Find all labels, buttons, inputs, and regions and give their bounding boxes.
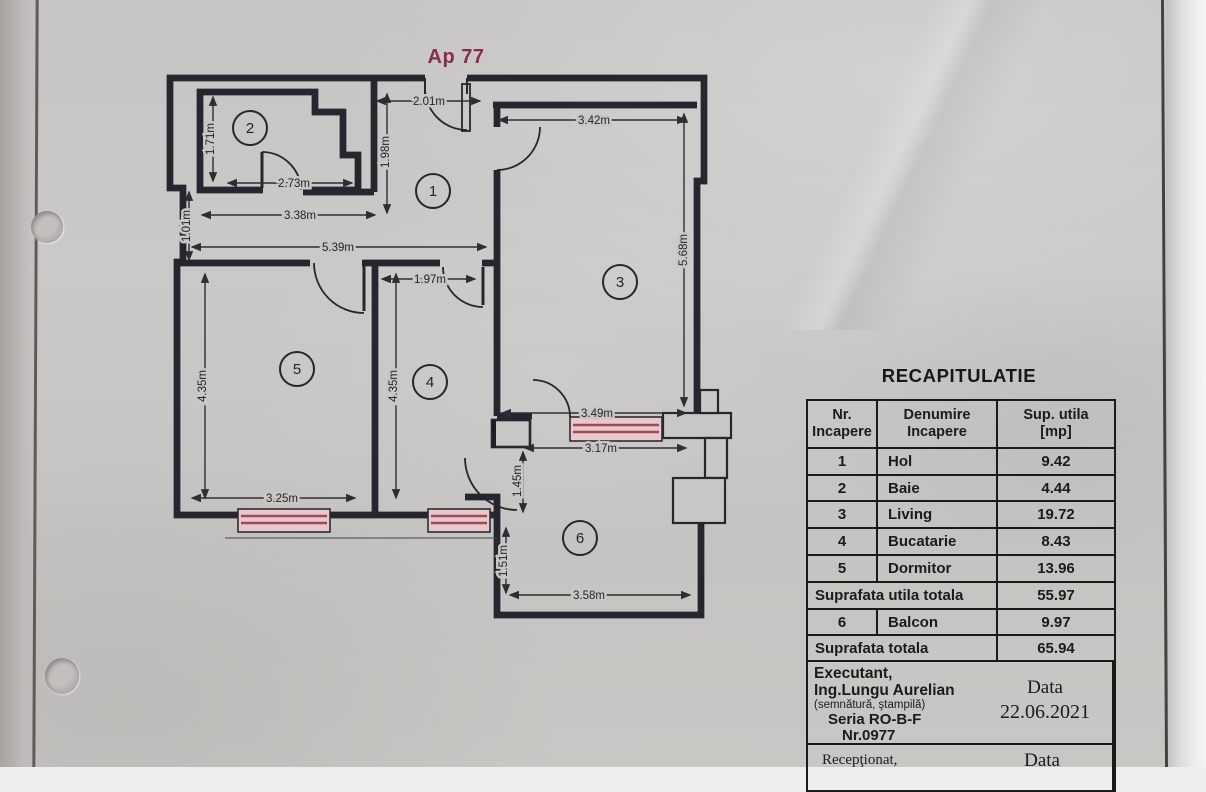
total-utila-label: Suprafata utila totala xyxy=(808,583,998,610)
table-cell-area: 8.43 xyxy=(998,529,1114,556)
dim-label: 4.35m xyxy=(388,370,400,402)
dimension-lines xyxy=(184,92,692,600)
windows xyxy=(225,416,663,539)
table-cell-name: Balcon xyxy=(878,610,998,636)
living-balcon-door-arc xyxy=(532,379,571,418)
total-utila-value: 55.97 xyxy=(998,583,1114,610)
balcon-door-arc xyxy=(464,457,518,511)
executant-nr: Nr.0977 xyxy=(842,727,896,745)
dim-label: 1.98m xyxy=(380,136,392,168)
dim-label: 1.71m xyxy=(205,123,217,155)
table-cell-nr: 5 xyxy=(808,556,878,583)
entrance-door-arc xyxy=(424,87,468,131)
dim-label: 5.39m xyxy=(322,242,354,254)
table-cell-area: 19.72 xyxy=(998,502,1114,529)
recap-title: RECAPITULATIE xyxy=(881,365,1037,386)
dim-label: 3.42m xyxy=(578,115,610,127)
dim-label: 1.45m xyxy=(512,465,524,497)
dim-label: 3.58m xyxy=(573,590,605,602)
table-cell-nr: 4 xyxy=(808,529,878,556)
dim-label: 2.73m xyxy=(278,178,310,190)
receptionat-label: Recepţionat, xyxy=(822,752,898,768)
window-bucatarie xyxy=(427,508,491,533)
table-cell-area: 13.96 xyxy=(998,556,1114,583)
dim-label: 4.35m xyxy=(197,370,209,402)
dimension-labels: 2.01m 1.98m 3.42m 1.71m 2.73m 3.38m 1.01… xyxy=(179,94,693,605)
punch-hole xyxy=(31,211,63,243)
recap-table: Nr. Incapere Denumire Incapere Sup. util… xyxy=(806,399,1116,792)
table-cell-name: Hol xyxy=(878,449,998,476)
window-living xyxy=(569,416,663,442)
table-cell-name: Baie xyxy=(878,476,998,502)
table-cell-name: Living xyxy=(878,502,998,529)
executant-name: Ing.Lungu Aurelian xyxy=(814,682,955,700)
dim-label: 3.49m xyxy=(581,408,613,420)
room-number-baie: 2 xyxy=(246,120,254,137)
table-cell-area: 9.42 xyxy=(998,449,1114,476)
total-value: 65.94 xyxy=(998,636,1114,662)
table-cell-nr: 3 xyxy=(808,502,878,529)
table-cell-name: Dormitor xyxy=(878,556,998,583)
room-number-balcon: 6 xyxy=(576,530,584,547)
total-label: Suprafata totala xyxy=(808,636,998,662)
entrance-jambs xyxy=(424,78,468,94)
room-markers: 1 2 3 4 5 6 xyxy=(232,110,638,556)
punch-hole xyxy=(45,658,79,694)
receptionat-data-label: Data xyxy=(1024,750,1060,771)
executant-data-value: 22.06.2021 xyxy=(1000,700,1090,723)
table-cell-nr: 6 xyxy=(808,610,878,636)
executant-block: Executant, Ing.Lungu Aurelian (semnătură… xyxy=(808,662,1114,745)
dim-label: 5.68m xyxy=(678,234,690,266)
dormitor-door-arc xyxy=(313,262,365,314)
table-cell-nr: 2 xyxy=(808,476,878,502)
room-number-hol: 1 xyxy=(429,183,437,200)
dim-label: 3.17m xyxy=(585,443,617,455)
col-header-suprafata: Sup. utila [mp] xyxy=(998,401,1114,449)
room-number-dormitor: 5 xyxy=(293,361,301,378)
executant-data-label: Data xyxy=(1027,677,1063,698)
executant-role: Executant, xyxy=(814,665,893,682)
paper-right-background xyxy=(1166,0,1206,767)
receptionat-block: Recepţionat, Data xyxy=(808,745,1114,790)
bucatarie-door-arc xyxy=(442,266,484,308)
dim-label: 2.01m xyxy=(413,96,445,108)
room-number-bucatarie: 4 xyxy=(426,374,434,391)
floor-plan: Ap 77 xyxy=(166,46,733,619)
table-cell-area: 9.97 xyxy=(998,610,1114,636)
table-cell-nr: 1 xyxy=(808,449,878,476)
executant-seria: Seria RO-B-F xyxy=(828,710,922,728)
dim-label: 3.25m xyxy=(266,493,298,505)
structural-columns xyxy=(490,388,733,525)
table-cell-name: Bucatarie xyxy=(878,529,998,556)
apartment-title: Ap 77 xyxy=(428,46,485,68)
living-door-arc xyxy=(496,126,541,171)
entrance-door-leaf xyxy=(461,83,471,132)
window-dormitor xyxy=(237,508,331,533)
col-header-nr: Nr. Incapere xyxy=(808,401,878,449)
col-header-denumire: Denumire Incapere xyxy=(878,401,998,449)
dim-label: 3.38m xyxy=(284,210,316,222)
walls xyxy=(166,74,708,619)
executant-note: (semnătură, ştampilă) xyxy=(814,698,926,711)
table-cell-area: 4.44 xyxy=(998,476,1114,502)
dim-label: 1.51m xyxy=(498,545,510,577)
dim-label: 1.97m xyxy=(414,274,446,286)
room-number-living: 3 xyxy=(616,274,624,291)
dim-label: 1.01m xyxy=(181,210,193,242)
